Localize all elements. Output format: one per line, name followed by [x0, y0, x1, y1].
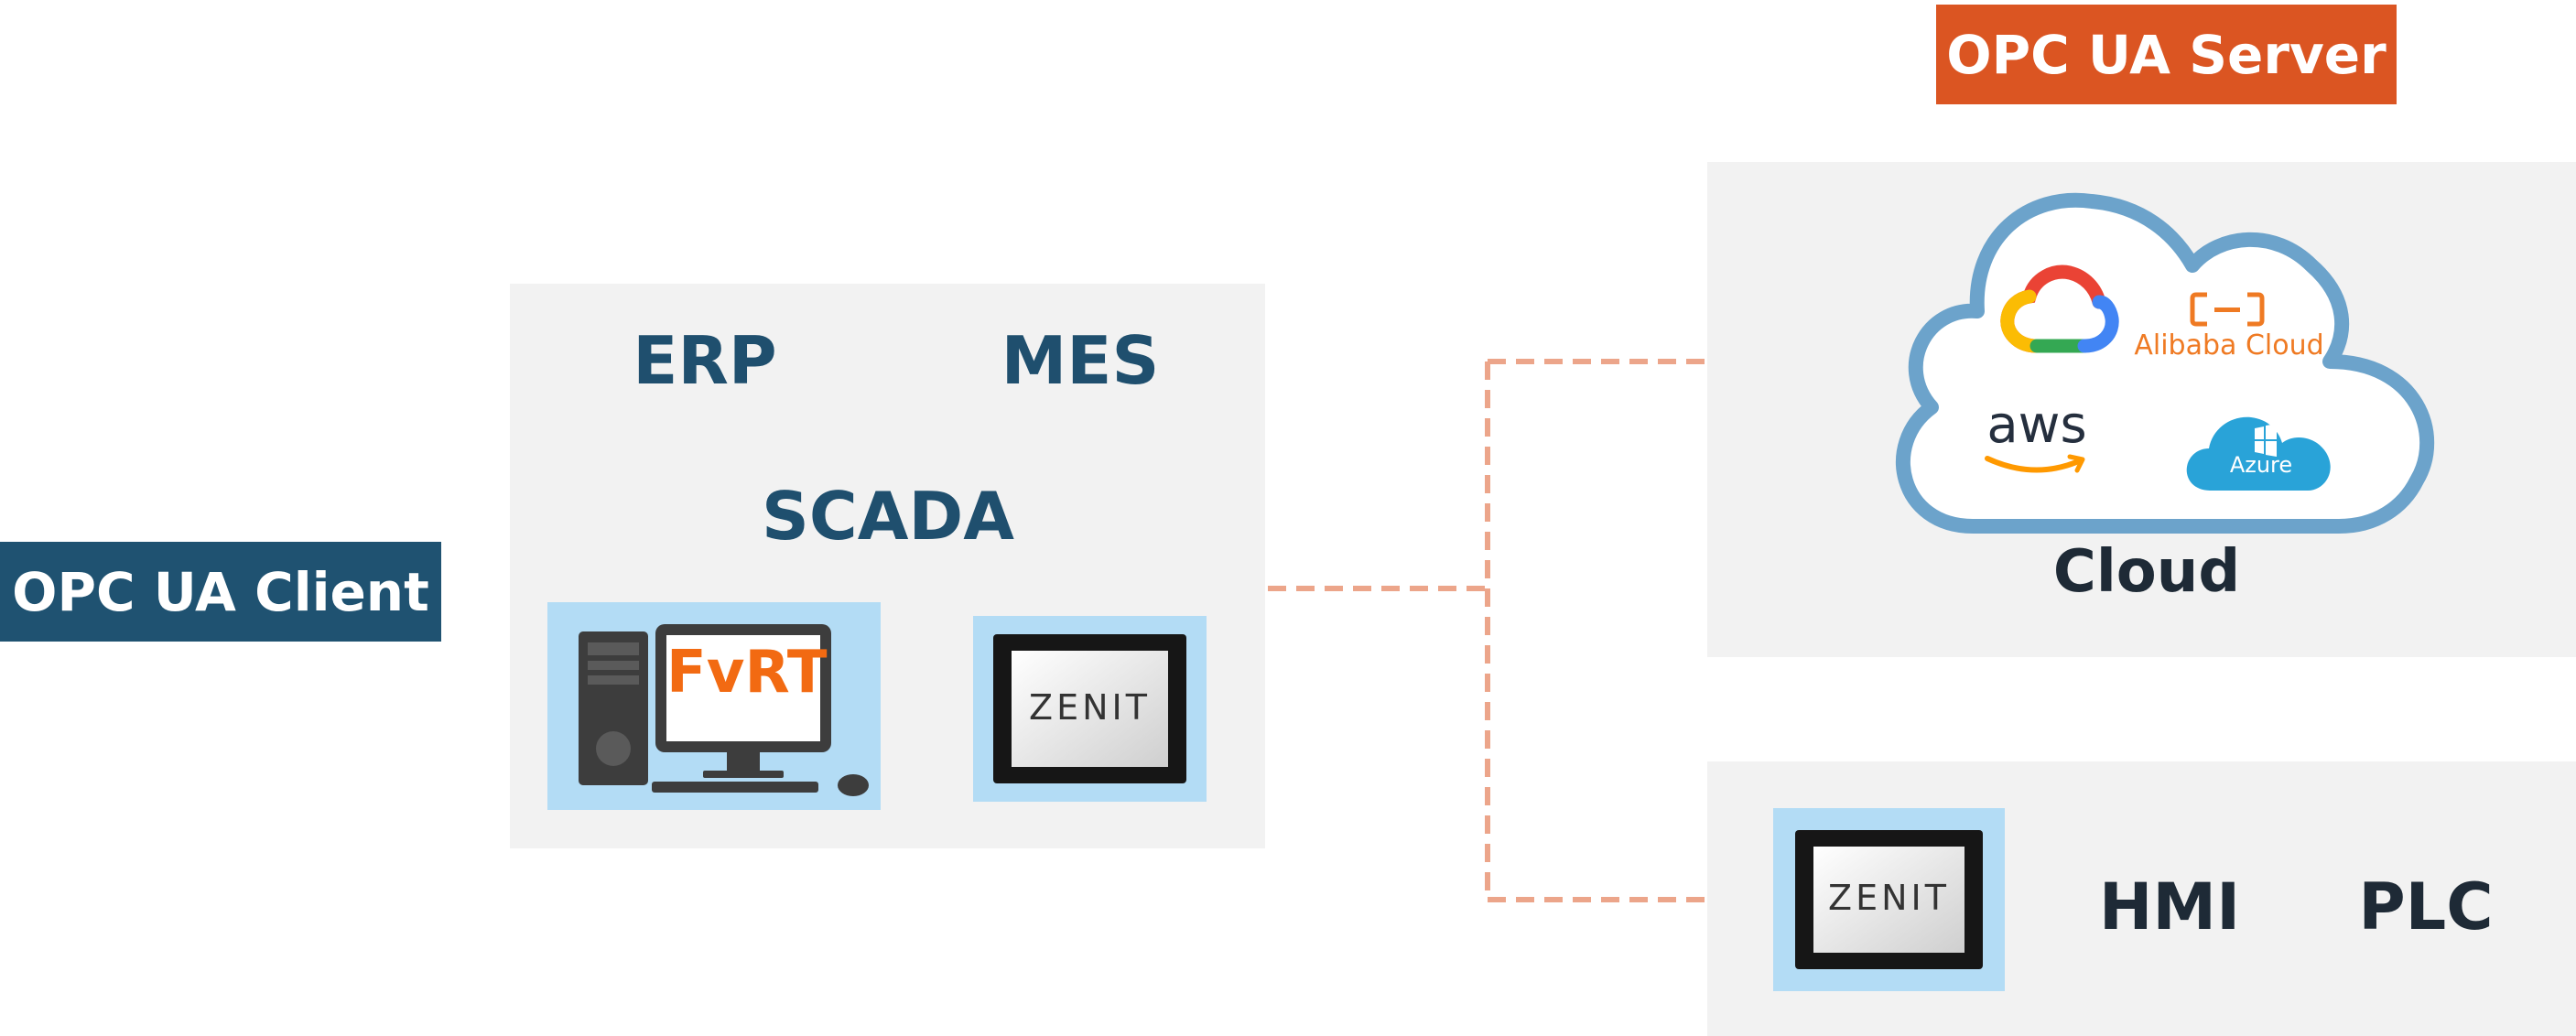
zenit-panel-device-icon [1795, 830, 1983, 969]
zenit-screen-text-scada: ZENIT [1029, 687, 1151, 728]
google-cloud-logo-icon [2000, 264, 2119, 353]
mes-label: MES [1001, 322, 1160, 399]
aws-logo-text: aws [1986, 395, 2087, 455]
workstation-icon [579, 624, 869, 796]
opc-ua-client-tag: OPC UA Client [0, 542, 441, 642]
opc-ua-server-label: OPC UA Server [1946, 23, 2387, 86]
opc-ua-server-tag: OPC UA Server [1936, 5, 2397, 104]
alibaba-cloud-logo-icon [2190, 292, 2265, 327]
fvrt-screen-text: FvRT [666, 639, 828, 707]
cloud-label: Cloud [2052, 538, 2241, 606]
azure-logo-text: Azure [2229, 452, 2293, 478]
zenit-panel-scada-icon [993, 634, 1186, 783]
zenit-screen-text-device: ZENIT [1828, 878, 1950, 918]
hmi-label: HMI [2098, 869, 2241, 944]
opc-ua-client-label: OPC UA Client [12, 560, 429, 623]
azure-logo-icon [2186, 416, 2331, 491]
aws-smile-icon [1985, 454, 2085, 473]
plc-label: PLC [2358, 869, 2494, 944]
alibaba-cloud-text: Alibaba Cloud [2134, 329, 2324, 362]
erp-label: ERP [633, 322, 777, 399]
scada-label: SCADA [762, 478, 1014, 555]
